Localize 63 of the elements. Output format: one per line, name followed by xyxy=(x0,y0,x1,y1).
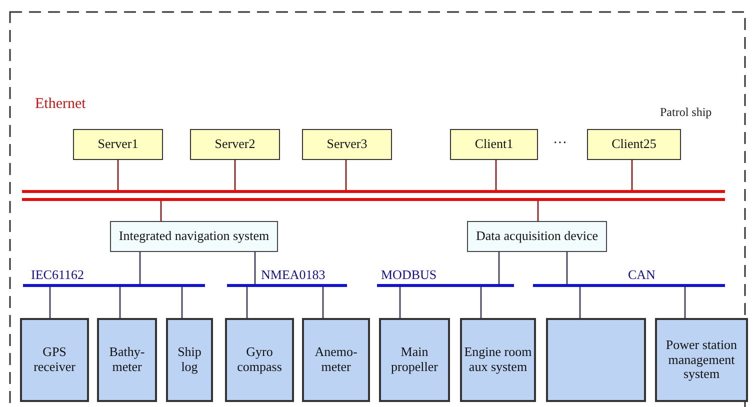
server-box xyxy=(450,129,538,160)
device-box xyxy=(546,318,646,402)
device-box xyxy=(225,318,294,402)
bus-label: MODBUS xyxy=(381,267,437,282)
node-label: Integrated navigation system xyxy=(118,229,270,244)
node-label: Ship log xyxy=(176,345,202,375)
node-label: Power station management system xyxy=(664,338,738,382)
connector-line xyxy=(498,252,500,284)
bus-label: IEC61162 xyxy=(31,267,84,282)
connector-line xyxy=(399,287,401,318)
device-box xyxy=(460,318,536,402)
ellipsis: ··· xyxy=(553,136,567,152)
connector-line xyxy=(139,252,141,284)
connector-line xyxy=(579,287,581,318)
connector-line xyxy=(480,287,482,318)
connector-line xyxy=(631,160,633,190)
node-label: Client25 xyxy=(612,137,656,152)
fieldbus-line xyxy=(227,268,347,287)
bus-label: NMEA0183 xyxy=(261,267,326,282)
network-label: Ethernet xyxy=(35,96,86,113)
connector-line xyxy=(322,287,324,318)
node-label: Anemo- meter xyxy=(314,345,358,375)
node-label: GPS receiver xyxy=(32,345,76,375)
ethernet-bus xyxy=(22,190,725,201)
node-label: Data acquisition device xyxy=(476,229,598,244)
fieldbus-line xyxy=(23,268,205,287)
server-box xyxy=(302,129,392,160)
server-box xyxy=(73,129,163,160)
connector-line xyxy=(246,287,248,318)
connector-line xyxy=(119,287,121,318)
bus-label: CAN xyxy=(628,267,656,282)
fieldbus-line xyxy=(377,268,514,287)
node-label: Server1 xyxy=(98,137,138,152)
group-label: Patrol ship xyxy=(660,105,712,120)
gateway-box xyxy=(110,221,278,252)
connector-line xyxy=(160,201,162,221)
connector-line xyxy=(234,160,236,190)
fieldbus-line xyxy=(533,268,725,287)
connector-line xyxy=(49,287,51,318)
node-label: Bathy- meter xyxy=(108,345,146,375)
connector-line xyxy=(495,160,497,190)
connector-line xyxy=(345,160,347,190)
device-box xyxy=(20,318,89,402)
device-box xyxy=(166,318,213,402)
connector-line xyxy=(254,252,256,284)
node-label: Gyro compass xyxy=(236,345,283,375)
node-label: Engine room aux system xyxy=(463,345,533,375)
node-label: Client1 xyxy=(474,137,514,152)
connector-line xyxy=(684,287,686,318)
node-label: Server3 xyxy=(326,137,368,152)
server-box xyxy=(190,129,280,160)
connector-line xyxy=(181,287,183,318)
connector-line xyxy=(117,160,119,190)
device-box xyxy=(655,318,748,402)
device-box xyxy=(302,318,370,402)
node-label: Server2 xyxy=(214,137,256,152)
gateway-box xyxy=(467,221,607,252)
device-box xyxy=(379,318,450,402)
node-label: Main propeller xyxy=(390,345,439,375)
connector-line xyxy=(537,201,539,221)
server-box xyxy=(587,129,681,160)
device-box xyxy=(97,318,157,402)
connector-line xyxy=(566,252,568,284)
